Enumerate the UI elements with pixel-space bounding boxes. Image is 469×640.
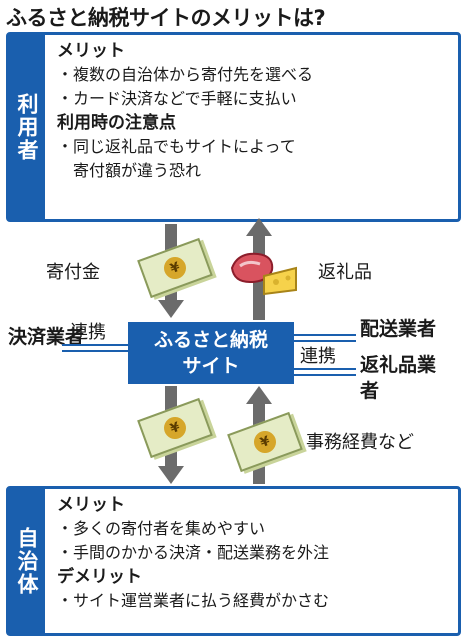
muni-merit-item: ・手間のかかる決済・配送業務を外注 bbox=[57, 543, 330, 562]
gift-label: 返礼品 bbox=[318, 262, 372, 283]
user-merit-item: ・カード決済などで手軽に支払い bbox=[57, 89, 297, 108]
expense-label: 事務経費など bbox=[306, 432, 414, 453]
municipality-panel-label: 自治体 bbox=[9, 489, 45, 633]
link-line-right bbox=[294, 368, 356, 370]
payment-provider-label: 決済業者 bbox=[8, 326, 85, 348]
link-line-right bbox=[294, 374, 356, 376]
user-panel: 利用者 メリット ・複数の自治体から寄付先を選べる ・カード決済などで手軽に支払… bbox=[6, 32, 461, 222]
expense-arrow-head bbox=[246, 386, 272, 404]
delivery-provider-label: 配送業者 bbox=[360, 318, 437, 340]
user-caution-item: ・同じ返礼品でもサイトによって bbox=[57, 137, 296, 156]
muni-merit-item: ・多くの寄付者を集めやすい bbox=[57, 519, 266, 538]
user-caution-item-cont: 寄付額が違う恐れ bbox=[73, 161, 202, 180]
donation-label: 寄付金 bbox=[46, 262, 100, 283]
link-line-right bbox=[294, 340, 356, 342]
user-caution-heading: 利用時の注意点 bbox=[57, 113, 176, 133]
money-icon: ¥ bbox=[137, 237, 213, 299]
money-icon: ¥ bbox=[227, 411, 303, 473]
municipality-panel: 自治体 メリット ・多くの寄付者を集めやすい ・手間のかかる決済・配送業務を外注… bbox=[6, 486, 461, 636]
link-label-left: 連携 bbox=[70, 322, 106, 343]
transfer-arrow-head bbox=[158, 466, 184, 484]
link-line-left bbox=[62, 344, 128, 346]
muni-merit-heading: メリット bbox=[57, 495, 125, 515]
money-icon: ¥ bbox=[137, 397, 213, 459]
user-merit-item: ・複数の自治体から寄付先を選べる bbox=[57, 65, 314, 84]
muni-demerit-item: ・サイト運営業者に払う経費がかさむ bbox=[57, 591, 330, 610]
gift-supplier-label: 返礼品業者 bbox=[360, 354, 437, 402]
muni-demerit-heading: デメリット bbox=[57, 567, 142, 587]
meat-cheese-icon bbox=[230, 252, 297, 296]
link-line-right bbox=[294, 334, 356, 336]
link-line-left bbox=[62, 350, 128, 352]
gift-arrow-head bbox=[246, 218, 272, 236]
page-title: ふるさと納税サイトのメリットは? bbox=[6, 6, 326, 30]
donation-arrow-head bbox=[158, 300, 184, 318]
user-merit-heading: メリット bbox=[57, 41, 125, 61]
user-panel-label: 利用者 bbox=[9, 35, 45, 219]
link-label-right: 連携 bbox=[300, 346, 336, 367]
furusato-site-box: ふるさと納税 サイト bbox=[128, 322, 294, 384]
